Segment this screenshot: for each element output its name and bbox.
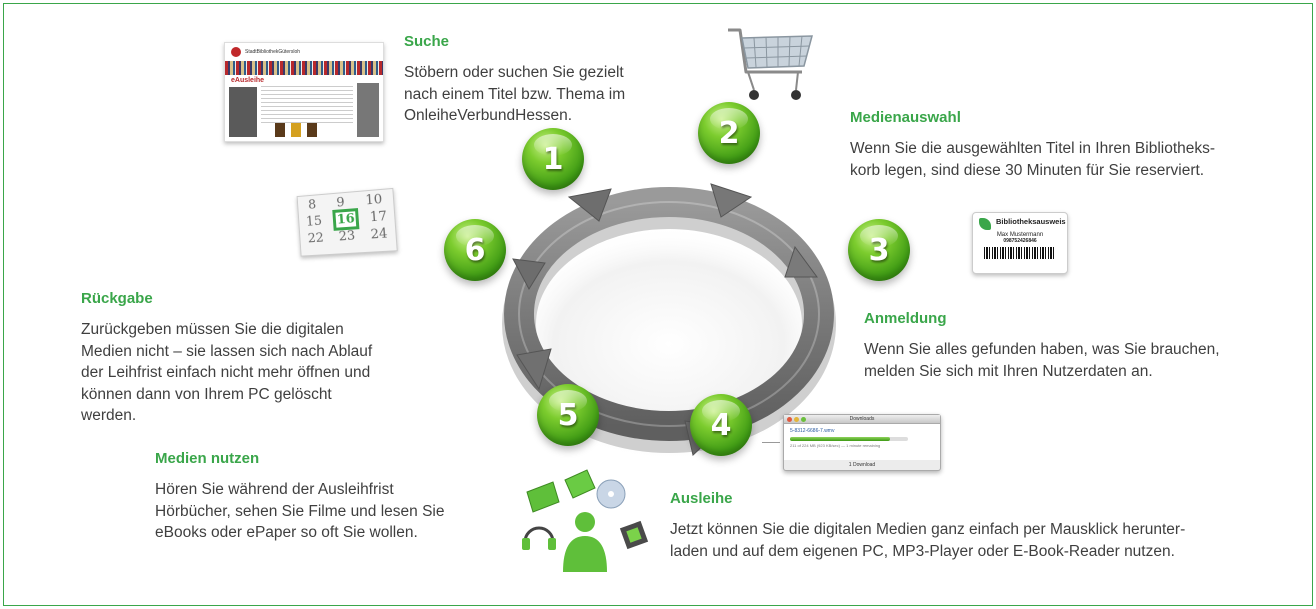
calendar-highlight-day: 16 [332,207,360,231]
step-6-text: Zurückgeben müssen Sie die digitalen Med… [81,321,373,424]
website-screenshot-thumbnail: StadtBibliothekGütersloh eAusleihe [224,42,384,142]
library-card-number: 098752426846 [1003,238,1037,244]
website-book-covers [275,123,317,137]
step-6-title: Rückgabe [81,290,153,307]
process-diagram-frame: 1 2 3 4 5 6 Suche Stöbern oder suchen Si… [3,3,1313,606]
bookshelf-banner [225,61,383,75]
step-6-rueckgabe: Rückgabe Zurückgeben müssen Sie die digi… [81,290,421,427]
step-5-medien-nutzen: Medien nutzen Hören Sie während der Ausl… [155,450,485,544]
step-1-suche: Suche Stöbern oder suchen Sie gezielt na… [404,33,704,127]
step-3-badge: 3 [848,219,910,281]
step-3-title: Anmeldung [864,310,947,327]
media-usage-icons [522,469,649,572]
library-card-name: Max Mustermann [996,232,1044,238]
barcode-icon [984,247,1056,259]
step-4-badge: 4 [690,394,752,456]
step-2-badge: 2 [698,102,760,164]
cd-icon [596,479,626,509]
person-icon [563,512,607,572]
step-1-title: Suche [404,33,450,50]
download-progress-bar [790,437,908,441]
downloads-title: Downloads [849,416,875,422]
library-logo-icon [231,47,241,57]
step-4-text: Jetzt können Sie die digitalen Medien ga… [670,521,1186,560]
headphones-icon [522,526,556,550]
connector-line [762,442,780,443]
film-icon [619,520,649,550]
download-filename: 5-8312-6686-7.wmv [790,428,835,434]
library-card-image: Bibliotheksausweis Max Mustermann 098752… [972,212,1068,274]
website-right-column [357,83,379,137]
shopping-cart-icon [728,28,813,100]
step-3-anmeldung: Anmeldung Wenn Sie alles gefunden haben,… [864,310,1284,382]
website-header-text: StadtBibliothekGütersloh [245,49,301,55]
step-1-badge: 1 [522,128,584,190]
step-5-badge: 5 [537,384,599,446]
step-2-text: Wenn Sie die ausgewählten Titel in Ihren… [850,140,1216,179]
downloads-titlebar: Downloads [784,415,940,424]
step-2-medienauswahl: Medienauswahl Wenn Sie die ausgewählten … [850,109,1270,181]
step-3-text: Wenn Sie alles gefunden haben, was Sie b… [864,341,1220,380]
step-4-title: Ausleihe [670,490,733,507]
downloads-footer: 1 Download [848,462,876,468]
step-5-title: Medien nutzen [155,450,260,467]
book-icon [526,469,596,513]
website-section-label: eAusleihe [231,77,265,84]
library-card-title: Bibliotheksausweis [996,217,1066,226]
step-2-title: Medienauswahl [850,109,961,126]
website-content-lines [261,83,353,123]
window-traffic-lights-icon [787,417,806,422]
website-sidebar [229,87,257,137]
step-4-ausleihe: Ausleihe Jetzt können Sie die digitalen … [670,490,1250,562]
step-1-text: Stöbern oder suchen Sie gezielt nach ein… [404,64,626,124]
downloads-window-image: Downloads 5-8312-6686-7.wmv 211 of 224 M… [762,414,941,471]
downloads-list: 5-8312-6686-7.wmv 211 of 224 MB (923 KB/… [784,424,940,460]
step-5-text: Hören Sie während der Ausleihfrist Hörbü… [155,481,445,541]
step-6-badge: 6 [444,219,506,281]
download-status: 211 of 224 MB (923 KB/sec) — 1 minute re… [790,443,881,448]
leaf-logo-icon [979,218,991,230]
